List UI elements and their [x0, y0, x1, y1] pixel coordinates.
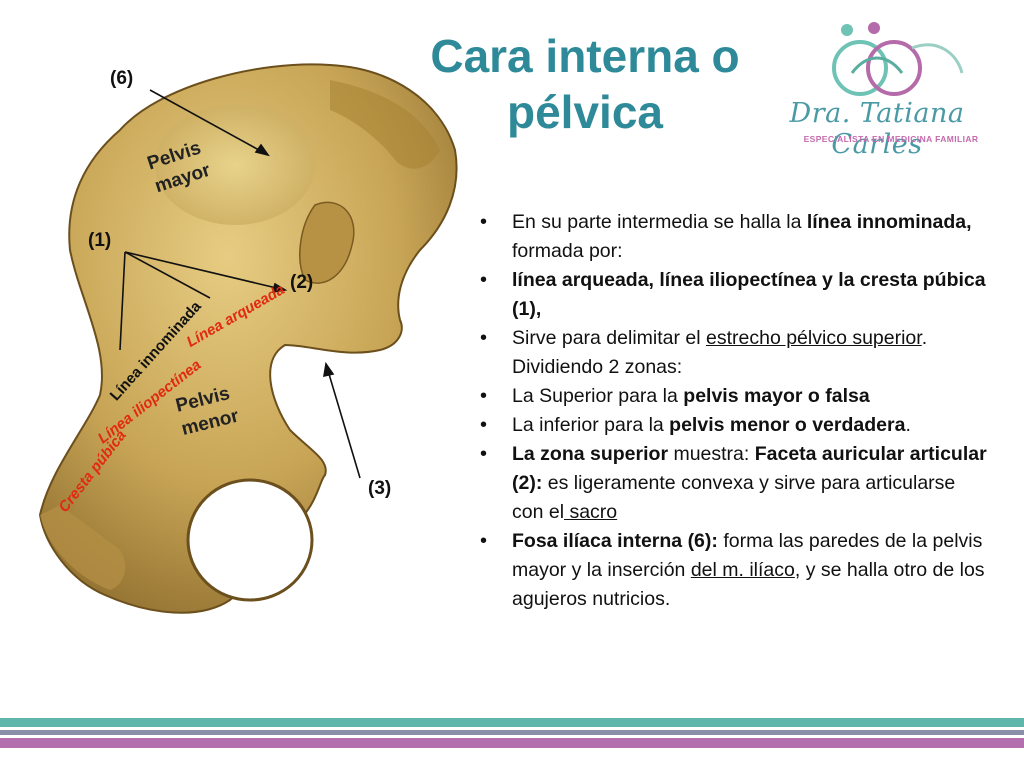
pointer-lines	[119, 89, 361, 479]
bullet-item: Fosa ilíaca interna (6): forma las pared…	[478, 527, 988, 614]
bullet-item: La inferior para la pelvis menor o verda…	[478, 411, 988, 440]
stripe-grey	[0, 730, 1024, 735]
auricular-surface	[299, 201, 355, 284]
iliac-fossa	[155, 105, 315, 225]
bullet-item: La zona superior muestra: Faceta auricul…	[478, 440, 988, 527]
page-title: Cara interna o pélvica	[430, 30, 740, 138]
bullet-item: línea arqueada, línea iliopectínea y la …	[478, 266, 988, 324]
stripe-purple	[0, 738, 1024, 748]
logo: Dra. Tatiana Carles ESPECIALISTA EN MEDI…	[752, 18, 1002, 160]
label-3: (3)	[368, 478, 392, 499]
crest-texture	[330, 80, 440, 169]
bullet-item: La Superior para la pelvis mayor o falsa	[478, 382, 988, 411]
stripe-teal	[0, 718, 1024, 727]
bullet-item: En su parte intermedia se halla la línea…	[478, 208, 988, 266]
bullet-item: Sirve para delimitar el estrecho pélvico…	[478, 324, 988, 382]
label-6: (6)	[110, 68, 134, 89]
ilium-shape	[38, 63, 458, 614]
label-1: (1)	[88, 230, 112, 251]
label-2: (2)	[290, 272, 314, 293]
pubic-body	[40, 505, 126, 590]
logo-emblem	[832, 22, 964, 96]
bullet-list: En su parte intermedia se halla la línea…	[478, 208, 988, 614]
logo-name: Dra. Tatiana Carles	[789, 98, 965, 160]
obturator-foramen	[186, 478, 314, 602]
logo-subtitle: ESPECIALISTA EN MEDICINA FAMILIAR	[803, 134, 979, 144]
footer-stripes	[0, 712, 1024, 768]
